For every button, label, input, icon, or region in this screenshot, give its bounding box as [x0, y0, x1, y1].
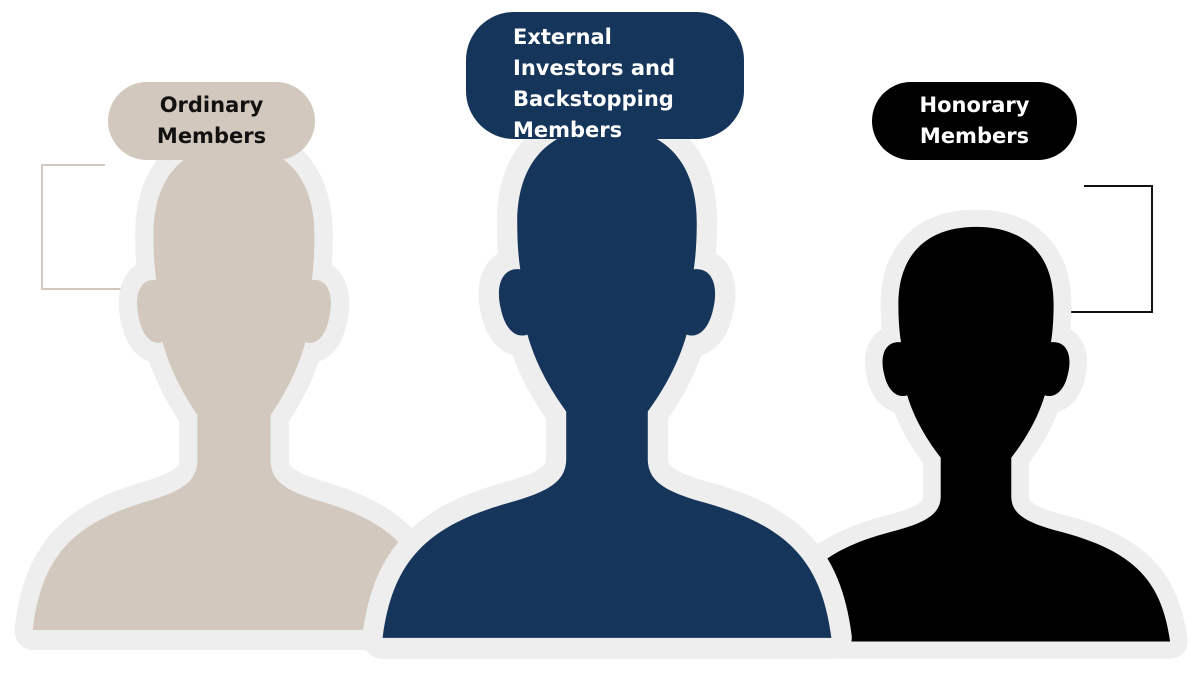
label-line: Members: [919, 124, 1030, 148]
label-line: Members: [156, 124, 267, 148]
person-silhouette-icon: [383, 127, 832, 638]
ordinary-members-label: Ordinary Members: [108, 82, 315, 160]
honorary-members-label: Honorary Members: [872, 82, 1077, 160]
label-line: Honorary: [919, 93, 1030, 117]
person-silhouette-icon: [782, 227, 1170, 642]
label-line: Investors and: [513, 56, 675, 80]
label-line: External: [513, 25, 612, 49]
ordinary-bracket-line: [41, 164, 133, 290]
honorary-bracket-line: [1066, 185, 1153, 313]
person-silhouette-icon: [33, 145, 436, 630]
label-line: Ordinary: [159, 93, 264, 117]
label-line: Backstopping: [513, 87, 674, 111]
honorary-member-figure: [782, 227, 1170, 642]
label-line: Members: [513, 118, 623, 139]
external-member-figure: [383, 127, 832, 638]
external-investors-label: External Investors and Backstopping Memb…: [466, 12, 744, 139]
ordinary-member-figure: [33, 145, 436, 630]
